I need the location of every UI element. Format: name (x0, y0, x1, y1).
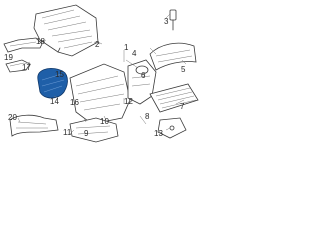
callout-16: 16 (70, 98, 79, 107)
callout-10: 10 (100, 117, 109, 126)
callout-4: 4 (132, 49, 137, 58)
upper-intake-tube-part (149, 42, 197, 71)
callout-17: 17 (22, 63, 31, 72)
intake-duct-part (9, 114, 59, 137)
callout-5: 5 (181, 65, 186, 74)
callout-12: 12 (124, 97, 133, 106)
callout-6: 6 (141, 71, 146, 80)
callout-7: 7 (180, 102, 185, 111)
callout-14: 14 (50, 97, 59, 106)
callout-3: 3 (164, 17, 169, 26)
callout-20: 20 (8, 113, 17, 122)
callout-11: 11 (63, 128, 72, 137)
housing-lower-part (69, 117, 119, 143)
air-filter-part (149, 83, 199, 113)
leader-lines (17, 13, 187, 135)
cover-bracket-part (3, 37, 43, 53)
callout-15: 15 (55, 70, 64, 79)
callout-18: 18 (36, 37, 45, 46)
small-clamp-part (5, 59, 31, 73)
callout-2: 2 (95, 40, 100, 49)
callout-19: 19 (4, 53, 13, 62)
callout-9: 9 (84, 129, 89, 138)
callout-13: 13 (154, 129, 163, 138)
sensor-part (169, 9, 177, 31)
parts-diagram (3, 4, 199, 143)
engine-cover-part (33, 4, 99, 57)
callout-8: 8 (145, 112, 150, 121)
callout-1: 1 (124, 43, 129, 52)
mount-bracket-part (157, 117, 187, 139)
